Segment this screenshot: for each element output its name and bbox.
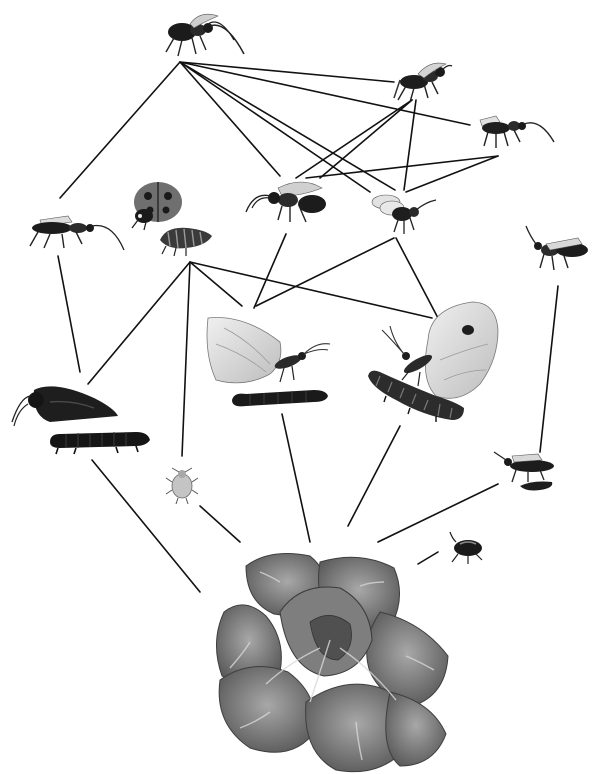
link-fly-to-small-white	[256, 238, 394, 306]
flea-beetle-icon	[450, 532, 482, 564]
link-flea-beetle-to-cabbage	[418, 552, 438, 564]
link-larva-to-moth	[88, 262, 190, 384]
link-hyperA-to-fly	[404, 100, 416, 190]
link-top-to-hyperA	[180, 62, 394, 82]
link-center-wasp-to-small-white	[254, 234, 286, 308]
small-white-butterfly-icon	[207, 318, 330, 383]
link-right-wasp-to-root-fly	[540, 286, 558, 452]
link-top-to-fly	[180, 62, 370, 192]
link-aphid-to-cabbage	[200, 506, 240, 542]
link-small-cat-to-cabbage	[282, 414, 310, 542]
moth-caterpillar-icon	[50, 432, 150, 454]
link-top-to-center-wasp	[180, 62, 280, 176]
aphid-icon	[166, 468, 198, 504]
top-hyperparasitoid-wasp-icon	[166, 14, 244, 56]
hyperparasitoid-wasp-a-icon	[394, 63, 452, 102]
ladybird-larva-icon	[160, 228, 212, 256]
small-white-caterpillar-icon	[232, 390, 328, 406]
ladybird-adult-icon	[132, 182, 182, 230]
parasitoid-wasp-right-icon	[526, 226, 588, 270]
parasitoid-wasp-left-icon	[30, 216, 124, 250]
link-left-wasp-to-moth	[58, 256, 80, 372]
cabbage-root-fly-icon	[494, 452, 554, 491]
link-hyperA-to-fly-b	[320, 100, 412, 178]
link-top-to-left-wasp	[60, 62, 180, 198]
link-fly-to-large-white	[396, 238, 438, 318]
parasitoid-wasp-center-icon	[246, 182, 326, 222]
moth-adult-icon	[12, 386, 118, 426]
parasitoid-fly-icon	[372, 195, 436, 234]
hyperparasitoid-wasp-b-icon	[480, 116, 554, 148]
cabbage-plant-icon	[216, 554, 448, 772]
link-root-fly-to-cabbage	[378, 484, 498, 542]
link-larva-to-aphid	[182, 262, 190, 456]
link-large-cat-to-cabbage	[348, 426, 400, 526]
link-larva-to-large-white	[190, 262, 432, 318]
